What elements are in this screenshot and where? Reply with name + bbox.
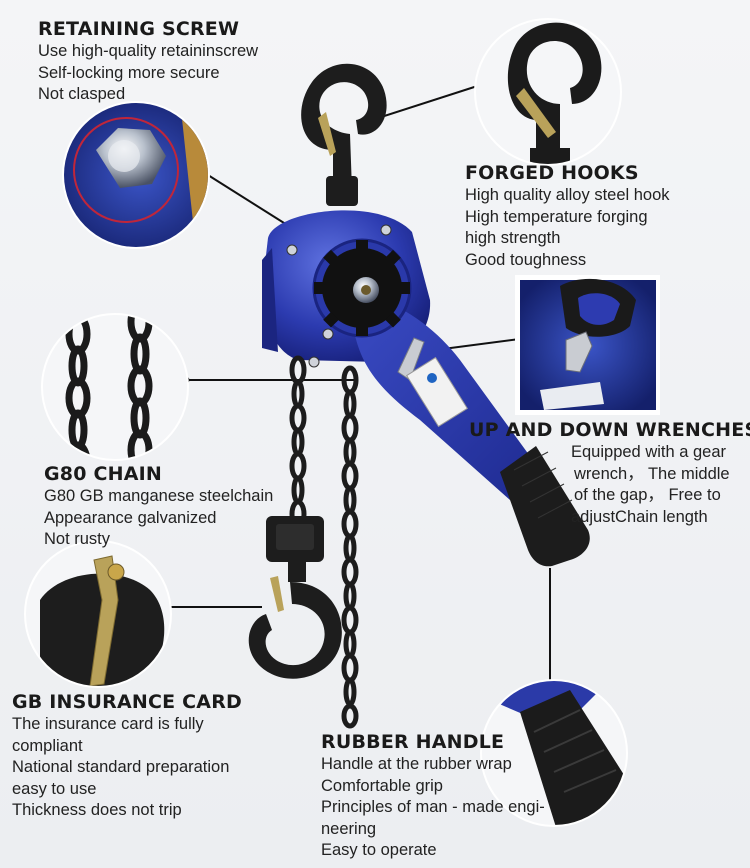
wrenches-title: UP AND DOWN WRENCHES [469, 419, 750, 441]
rubber-handle-line-4: neering [321, 819, 377, 838]
g80-chain-line-3: Not rusty [44, 530, 111, 549]
rubber-handle-title: RUBBER HANDLE [321, 731, 505, 753]
bottom-hook [248, 516, 342, 679]
insurance-card-line-2: compliant [12, 736, 83, 755]
zoom-rubber-handle [480, 679, 628, 827]
insurance-card-line-5: Thickness does not trip [12, 801, 182, 820]
insurance-card-line-3: National standard preparation [12, 758, 230, 777]
wrenches-block: UP AND DOWN WRENCHES Equipped with a gea… [469, 418, 750, 528]
retaining-screw-title: RETAINING SCREW [38, 18, 240, 40]
rubber-handle-line-2: Comfortable grip [321, 776, 443, 795]
g80-chain-line-1: G80 GB manganese steelchain [44, 487, 274, 505]
insurance-card-block: GB INSURANCE CARD The insurance card is … [12, 690, 242, 822]
retaining-screw-block: RETAINING SCREW Use high-quality retaini… [38, 17, 258, 106]
rubber-handle-line-3: Principles of man - made engi- [321, 798, 545, 817]
forged-hooks-block: FORGED HOOKS High quality alloy steel ho… [465, 161, 670, 271]
retaining-screw-line-2: Self-locking more secure [38, 63, 220, 82]
hoist-body [262, 210, 590, 567]
rubber-handle-block: RUBBER HANDLE Handle at the rubber wrap … [321, 730, 545, 862]
wrenches-line-1: Equipped with a gear [571, 443, 727, 461]
load-chains [289, 355, 359, 729]
rubber-handle-line-1: Handle at the rubber wrap [321, 755, 512, 773]
zoom-insurance-card [24, 540, 172, 688]
wrenches-line-3: of the gap， Free to [574, 486, 721, 505]
zoom-chain [41, 313, 189, 461]
retaining-screw-line-3: Not clasped [38, 85, 126, 104]
wrenches-line-4: adjustChain length [571, 507, 708, 526]
forged-hooks-line-2: High temperature forging [465, 207, 648, 226]
zoom-retaining-screw [62, 101, 210, 249]
forged-hooks-line-1: High quality alloy steel hook [465, 186, 670, 204]
insurance-card-line-4: easy to use [12, 779, 97, 798]
forged-hooks-title: FORGED HOOKS [465, 162, 639, 184]
top-hook [301, 63, 387, 206]
zoom-forged-hook [474, 18, 622, 166]
forged-hooks-line-4: Good toughness [465, 250, 587, 269]
g80-chain-line-2: Appearance galvanized [44, 508, 217, 527]
forged-hooks-line-3: high strength [465, 229, 561, 248]
insurance-card-title: GB INSURANCE CARD [12, 691, 242, 713]
g80-chain-block: G80 CHAIN G80 GB manganese steelchain Ap… [44, 462, 273, 551]
wrenches-line-2: wrench， The middle [574, 464, 730, 483]
zoom-wrench [515, 275, 660, 415]
g80-chain-title: G80 CHAIN [44, 463, 162, 485]
insurance-card-line-1: The insurance card is fully [12, 715, 204, 733]
rubber-handle-line-5: Easy to operate [321, 841, 437, 860]
retaining-screw-line-1: Use high-quality retaininscrew [38, 42, 259, 60]
